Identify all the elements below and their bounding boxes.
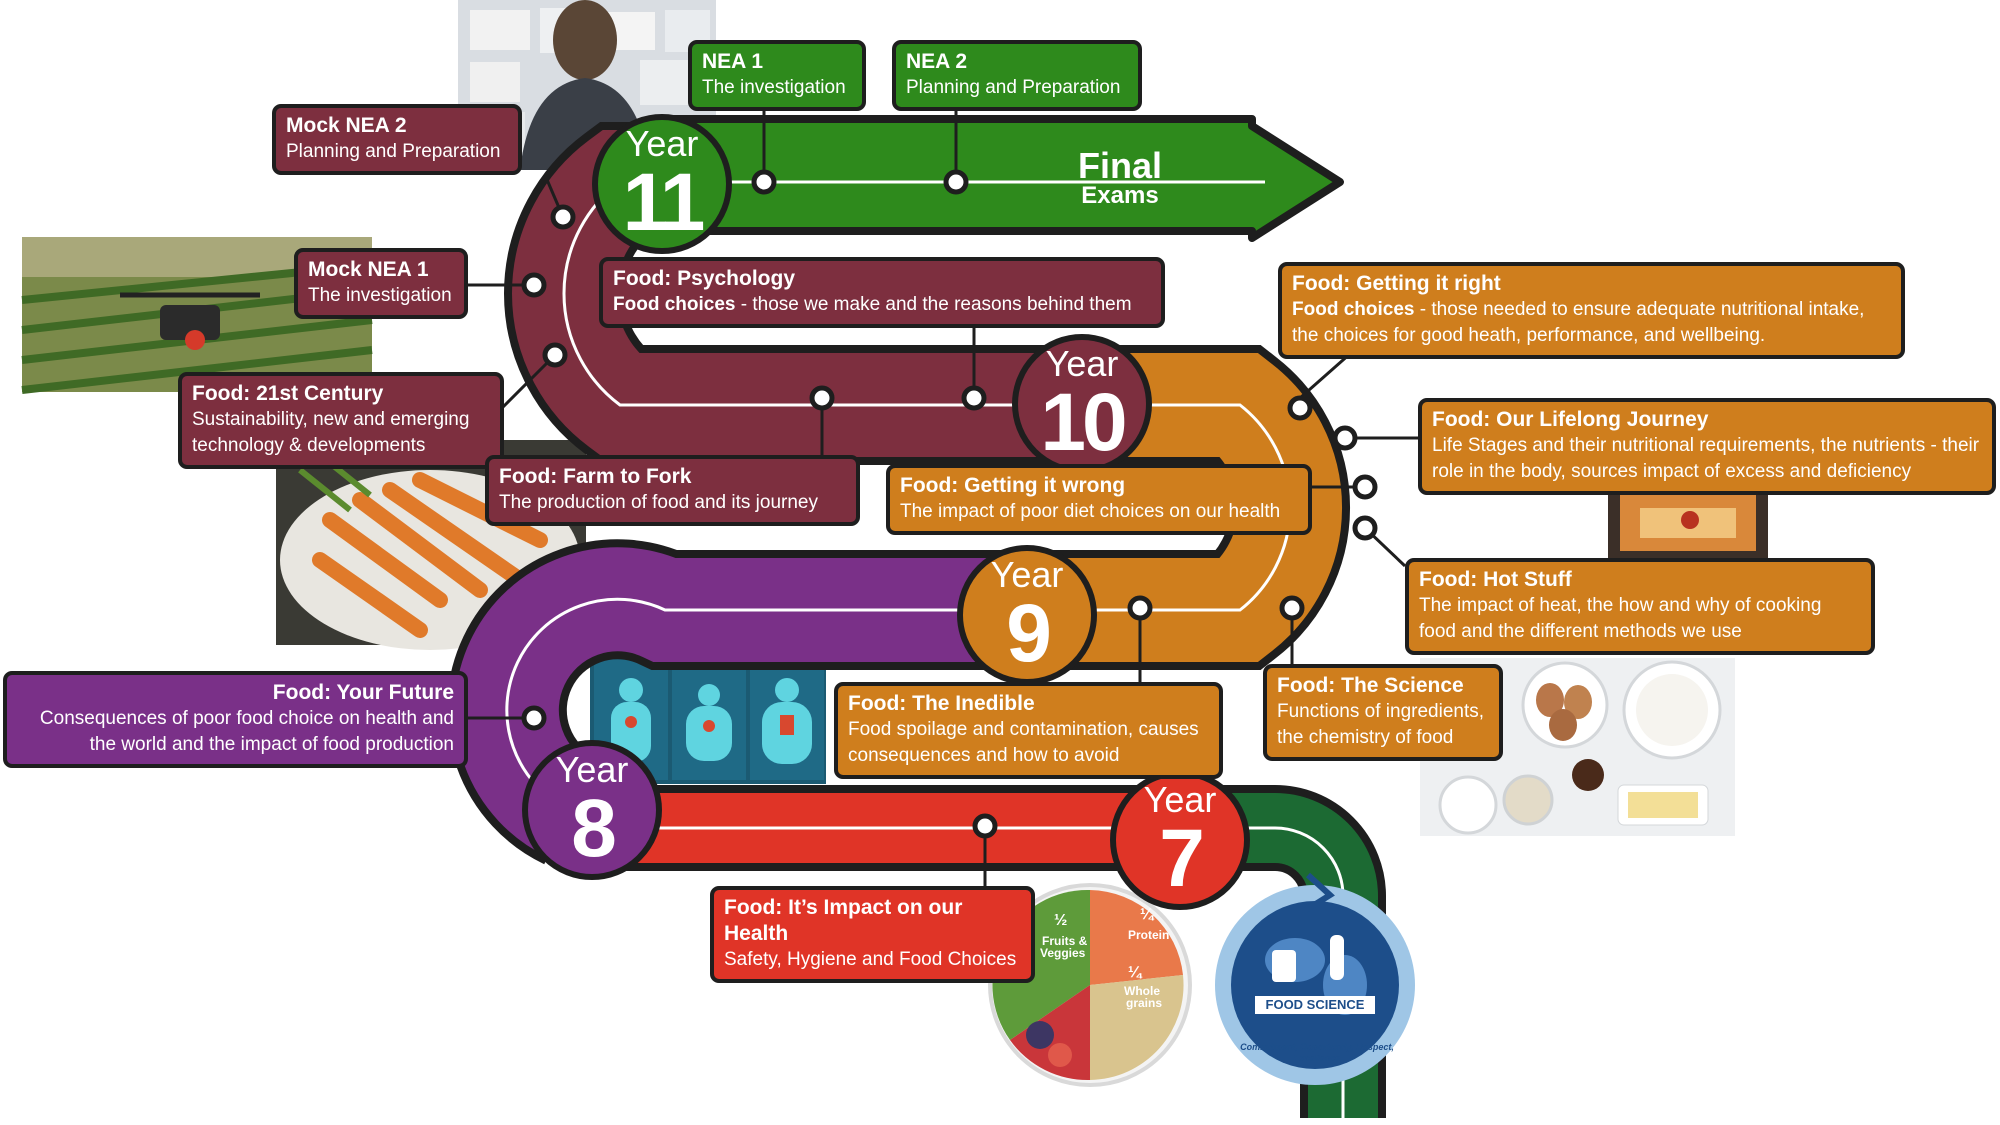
- label-desc: Consequences of poor food choice on heal…: [39, 708, 454, 755]
- label-nea2: NEA 2 Planning and Preparation: [892, 40, 1142, 111]
- year-word: Year: [555, 749, 629, 790]
- label-desc: Food spoilage and contamination, causes …: [848, 719, 1199, 766]
- label-nea1: NEA 1 The investigation: [688, 40, 866, 111]
- food-science-logo: [1215, 872, 1415, 1085]
- desc-rest: - those needed to ensure adequate nutrit…: [1292, 299, 1865, 346]
- final-exams-text: Final Exams: [1060, 148, 1180, 208]
- desc-bold: Food choices: [1292, 299, 1415, 320]
- label-desc: Safety, Hygiene and Food Choices: [724, 949, 1017, 970]
- year-7-badge: Year 7: [1110, 770, 1250, 910]
- label-title: Mock NEA 2: [286, 114, 407, 137]
- label-desc: Planning and Preparation: [906, 77, 1121, 98]
- label-desc: The investigation: [702, 77, 846, 98]
- plate-quarter-grains: ¼: [1128, 964, 1142, 981]
- label-title: Food: 21st Century: [192, 382, 384, 405]
- plate-labels: ½ Fruits & Veggies ¼ Protein ¼ Whole gra…: [1040, 907, 1190, 1025]
- year-word: Year: [1143, 779, 1217, 820]
- label-title: Mock NEA 1: [308, 258, 429, 281]
- year-word: Year: [1045, 343, 1119, 384]
- plate-veggies: Veggies: [1040, 946, 1086, 960]
- label-desc: The investigation: [308, 285, 452, 306]
- label-lifelong-journey: Food: Our Lifelong Journey Life Stages a…: [1418, 398, 1996, 495]
- year-number: 11: [622, 157, 706, 248]
- plate-whole: Whole: [1124, 984, 1160, 998]
- body-infographic: [590, 652, 826, 784]
- year-number: 7: [1159, 813, 1205, 904]
- label-title: Food: Getting it right: [1292, 272, 1501, 295]
- year-10-badge: Year 10: [1012, 334, 1152, 474]
- label-title: Food: Your Future: [272, 681, 454, 704]
- label-mock-nea2: Mock NEA 2 Planning and Preparation: [272, 104, 522, 175]
- label-title: Food: It’s Impact on our Health: [724, 896, 963, 945]
- plate-quarter-protein: ¼: [1140, 906, 1154, 923]
- label-your-future: Food: Your Future Consequences of poor f…: [3, 671, 468, 768]
- final-line2: Exams: [1081, 182, 1159, 209]
- label-21st-century: Food: 21st Century Sustainability, new a…: [178, 372, 504, 469]
- label-desc: Planning and Preparation: [286, 141, 501, 162]
- logo-motto: Commitment, Opportunity, Respect, Excell…: [1240, 1042, 1394, 1063]
- milestone-dot-lifelong: [1332, 425, 1358, 451]
- milestone-dot-nea2: [943, 169, 969, 195]
- label-title: Food: Our Lifelong Journey: [1432, 408, 1709, 431]
- year-number: 10: [1040, 377, 1127, 468]
- label-title: Food: The Science: [1277, 674, 1464, 697]
- logo-name: FOOD SCIENCE: [1255, 996, 1375, 1014]
- label-title: Food: Farm to Fork: [499, 465, 692, 488]
- year-8-badge: Year 8: [522, 740, 662, 880]
- year-9-badge: Year 9: [957, 545, 1097, 685]
- year-word: Year: [990, 554, 1064, 595]
- milestone-dot-mock1: [521, 272, 547, 298]
- milestone-dot-nea1: [751, 169, 777, 195]
- milestone-dot-inedible: [1127, 595, 1153, 621]
- final-line1: Final: [1077, 145, 1162, 186]
- plate-protein: Protein: [1128, 928, 1170, 942]
- healthy-plate-photo: [988, 883, 1192, 1087]
- milestone-dot-impact: [972, 813, 998, 839]
- milestone-dot-right: [1287, 395, 1313, 421]
- label-desc: Food choices - those we make and the rea…: [613, 292, 1151, 318]
- oven-photo: [1608, 488, 1768, 558]
- milestone-dot-mock2: [550, 204, 576, 230]
- label-psychology: Food: Psychology Food choices - those we…: [599, 257, 1165, 328]
- milestone-dot-hot: [1352, 515, 1378, 541]
- year-word: Year: [625, 123, 699, 164]
- milestone-dot-science: [1279, 595, 1305, 621]
- milestone-dot-psychology: [961, 385, 987, 411]
- label-farm-to-fork: Food: Farm to Fork The production of foo…: [485, 455, 860, 526]
- label-desc: The impact of heat, the how and why of c…: [1419, 595, 1822, 642]
- label-the-science: Food: The Science Functions of ingredien…: [1263, 664, 1503, 761]
- milestone-dot-farm: [809, 385, 835, 411]
- milestone-dot-century: [542, 342, 568, 368]
- label-title: Food: Psychology: [613, 267, 796, 290]
- label-title: NEA 2: [906, 50, 968, 73]
- label-title: NEA 1: [702, 50, 764, 73]
- label-desc: Food choices - those needed to ensure ad…: [1292, 297, 1891, 349]
- label-desc: Life Stages and their nutritional requir…: [1432, 435, 1980, 482]
- plate-half: ½: [1054, 912, 1068, 929]
- label-getting-it-wrong: Food: Getting it wrong The impact of poo…: [886, 464, 1312, 535]
- desc-bold: Food choices: [613, 294, 736, 315]
- label-desc: Sustainability, new and emerging technol…: [192, 409, 470, 456]
- plate-fruits: Fruits &: [1042, 934, 1088, 948]
- plate-grains: grains: [1126, 996, 1163, 1010]
- desc-rest: - those we make and the reasons behind t…: [735, 294, 1132, 315]
- label-desc: Functions of ingredients, the chemistry …: [1277, 701, 1485, 748]
- label-the-inedible: Food: The Inedible Food spoilage and con…: [834, 682, 1223, 779]
- label-title: Food: The Inedible: [848, 692, 1035, 715]
- label-impact-on-health: Food: It’s Impact on our Health Safety, …: [710, 886, 1035, 983]
- year-number: 9: [1006, 588, 1052, 679]
- label-desc: The production of food and its journey: [499, 492, 818, 513]
- milestone-dot-future: [521, 705, 547, 731]
- label-mock-nea1: Mock NEA 1 The investigation: [294, 248, 468, 319]
- label-getting-it-right: Food: Getting it right Food choices - th…: [1278, 262, 1905, 359]
- milestone-dot-wrong: [1352, 474, 1378, 500]
- year-number: 8: [571, 783, 617, 874]
- label-hot-stuff: Food: Hot Stuff The impact of heat, the …: [1405, 558, 1875, 655]
- label-desc: The impact of poor diet choices on our h…: [900, 501, 1281, 522]
- year-11-badge: Year 11: [592, 114, 732, 254]
- label-title: Food: Hot Stuff: [1419, 568, 1572, 591]
- label-title: Food: Getting it wrong: [900, 474, 1126, 497]
